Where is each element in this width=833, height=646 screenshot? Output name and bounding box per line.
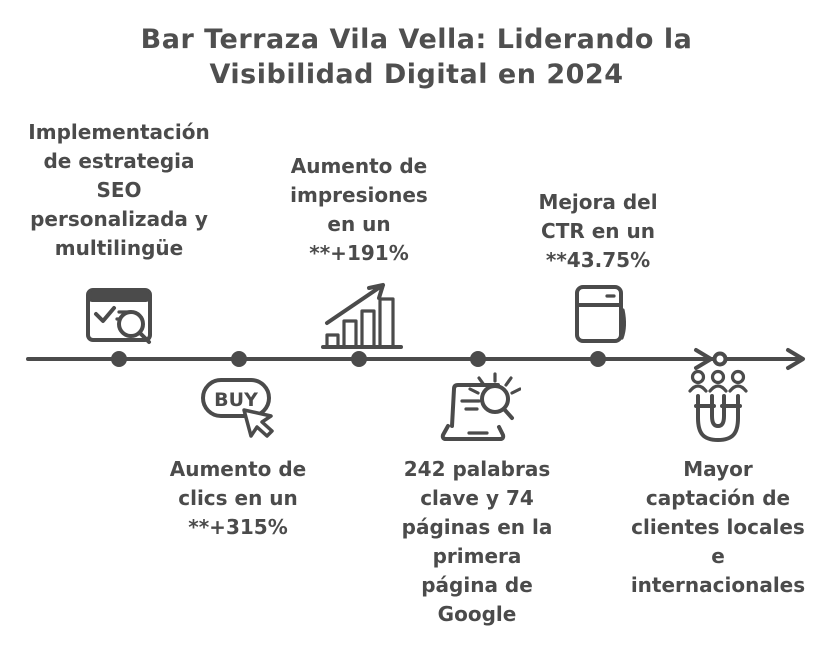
timeline-dot-hollow — [712, 351, 728, 367]
milestone-label: 242 palabras clave y 74 páginas en la pr… — [401, 457, 553, 626]
milestone-label: Aumento de clics en un **+315% — [169, 457, 307, 539]
timeline-mid-arrow-icon — [694, 348, 713, 370]
growth-chart-icon — [319, 273, 405, 351]
buy-cursor-icon: BUY — [199, 372, 279, 450]
laptop-search-icon — [435, 368, 521, 448]
timeline-axis — [26, 348, 805, 370]
milestone-label: Aumento de impresiones en un **+191% — [290, 154, 428, 265]
browser-seo-audit-icon — [82, 282, 156, 346]
milestone-label: Mayor captación de clientes locales e in… — [630, 457, 806, 597]
timeline-dot — [590, 351, 606, 367]
milestone-label: Mejora del CTR en un **43.75% — [538, 190, 658, 272]
timeline-dot — [111, 351, 127, 367]
buy-label: BUY — [214, 389, 258, 411]
timeline-dot — [351, 351, 367, 367]
magnet-customers-icon — [683, 368, 753, 450]
timeline-dot — [470, 351, 486, 367]
milestone-label: Implementación de estrategia SEO persona… — [28, 120, 210, 260]
server-icon — [570, 280, 628, 348]
page-title: Bar Terraza Vila Vella: Liderando la Vis… — [140, 24, 693, 90]
cursor-pointer-icon — [242, 408, 274, 438]
timeline-dot — [231, 351, 247, 367]
timeline-arrow-icon — [786, 348, 805, 370]
